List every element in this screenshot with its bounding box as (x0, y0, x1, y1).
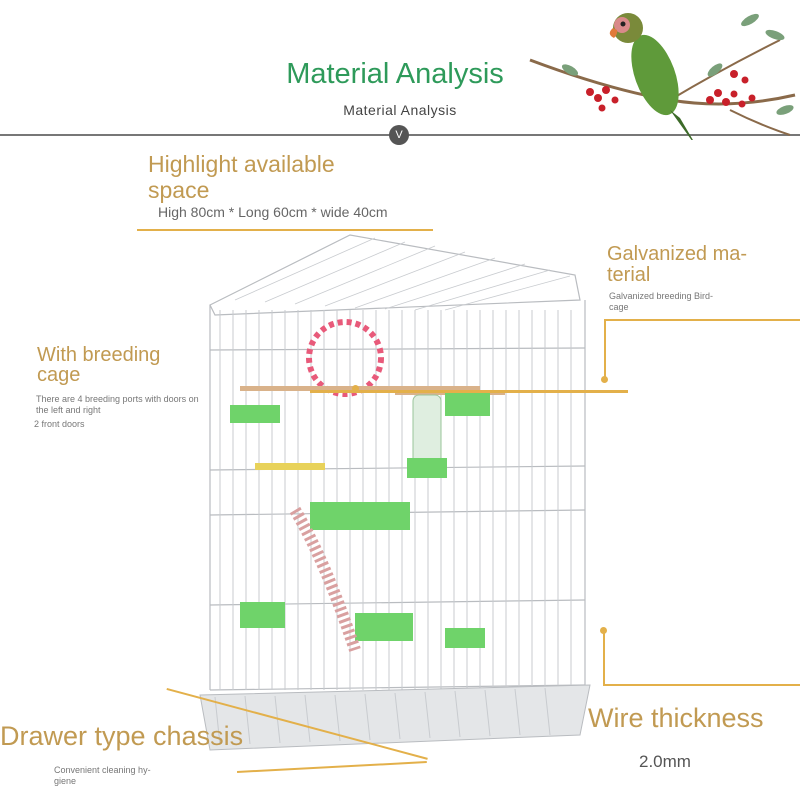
wire-leader-line (603, 684, 800, 686)
parrot-branch-illustration (529, 13, 796, 140)
breeding-callout-title-line1: With breeding (37, 344, 161, 366)
drawer-desc-line2: giene (54, 776, 77, 786)
galvanized-desc-line2: cage (609, 302, 629, 312)
wire-callout-title: Wire thickness (588, 703, 764, 733)
space-leader-line (137, 229, 433, 231)
page-subtitle: Material Analysis (343, 102, 457, 118)
galvanized-callout-title-line1: Galvanized ma- (607, 243, 748, 265)
bird-cage-illustration (199, 234, 591, 751)
space-dimensions: High 80cm * Long 60cm * wide 40cm (158, 204, 388, 220)
space-callout-title: Highlight available space (148, 151, 335, 203)
wire-leader-dot (600, 627, 607, 634)
breeding-callout-title-line2: cage (37, 364, 81, 386)
breeding-desc-line1: There are 4 breeding ports with doors on (36, 394, 199, 404)
galvanized-desc-line1: Galvanized breeding Bird- (609, 291, 714, 301)
drawer-callout-title: Drawer type chassis (0, 721, 244, 751)
wire-leader-vertical (603, 630, 605, 685)
galvanized-leader-dot (601, 376, 608, 383)
chevron-down-icon: V (389, 125, 409, 145)
wire-spec-value: 2.0mm (639, 752, 691, 771)
breeding-leader-line (310, 390, 628, 393)
galvanized-leader-line (604, 319, 800, 321)
breeding-leader-dot (352, 385, 359, 392)
breeding-desc-line2: the left and right (36, 405, 101, 415)
galvanized-callout-title-line2: terial (607, 264, 651, 286)
page-title: Material Analysis (286, 58, 504, 90)
galvanized-leader-vertical (604, 319, 606, 379)
drawer-desc-line1: Convenient cleaning hy- (54, 765, 151, 775)
breeding-desc-line3: 2 front doors (34, 419, 85, 429)
